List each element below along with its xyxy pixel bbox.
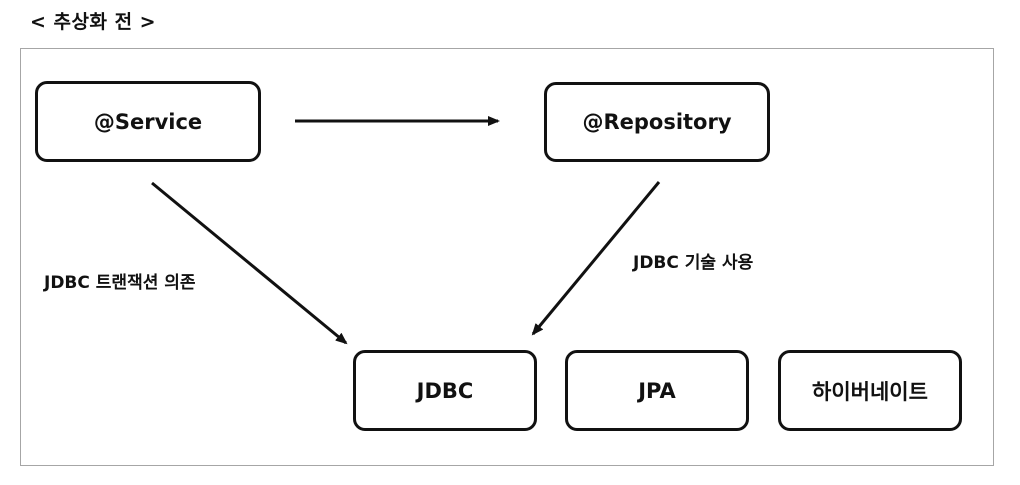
hibernate-node: 하이버네이트: [778, 350, 962, 431]
arrow-repository-to-jdbc: [531, 181, 661, 336]
arrow-service-to-jdbc: [151, 181, 348, 345]
edge-label-repository-to-jdbc: JDBC 기술 사용: [633, 253, 754, 273]
repository-node: @Repository: [544, 82, 770, 162]
service-node: @Service: [35, 81, 261, 162]
jpa-node: JPA: [565, 350, 749, 431]
jpa-node-label: JPA: [638, 378, 676, 403]
jdbc-node: JDBC: [353, 350, 537, 431]
diagram-frame: [20, 48, 994, 466]
repository-node-label: @Repository: [582, 110, 732, 134]
service-node-label: @Service: [93, 109, 203, 134]
edge-label-service-to-jdbc: JDBC 트랜잭션 의존: [44, 273, 196, 293]
diagram-heading: < 추상화 전 >: [30, 11, 157, 33]
jdbc-node-label: JDBC: [416, 378, 474, 403]
hibernate-node-label: 하이버네이트: [812, 379, 928, 404]
